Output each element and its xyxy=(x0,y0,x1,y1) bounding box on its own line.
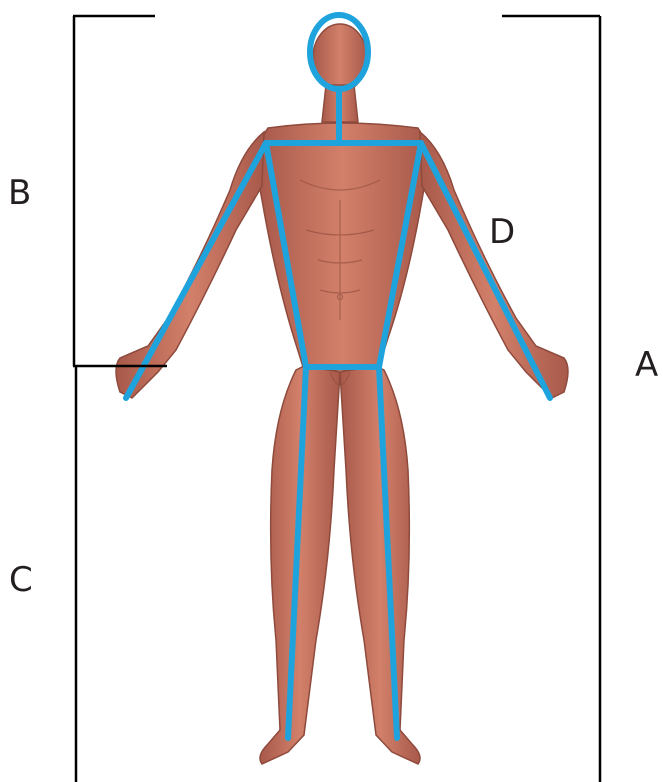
left-bracket xyxy=(73,16,167,782)
label-a: A xyxy=(635,348,658,382)
left-arm-line xyxy=(126,143,266,398)
label-b: B xyxy=(8,176,31,210)
label-c: C xyxy=(9,563,33,597)
label-d: D xyxy=(489,215,515,249)
right-arm-line xyxy=(421,143,550,398)
